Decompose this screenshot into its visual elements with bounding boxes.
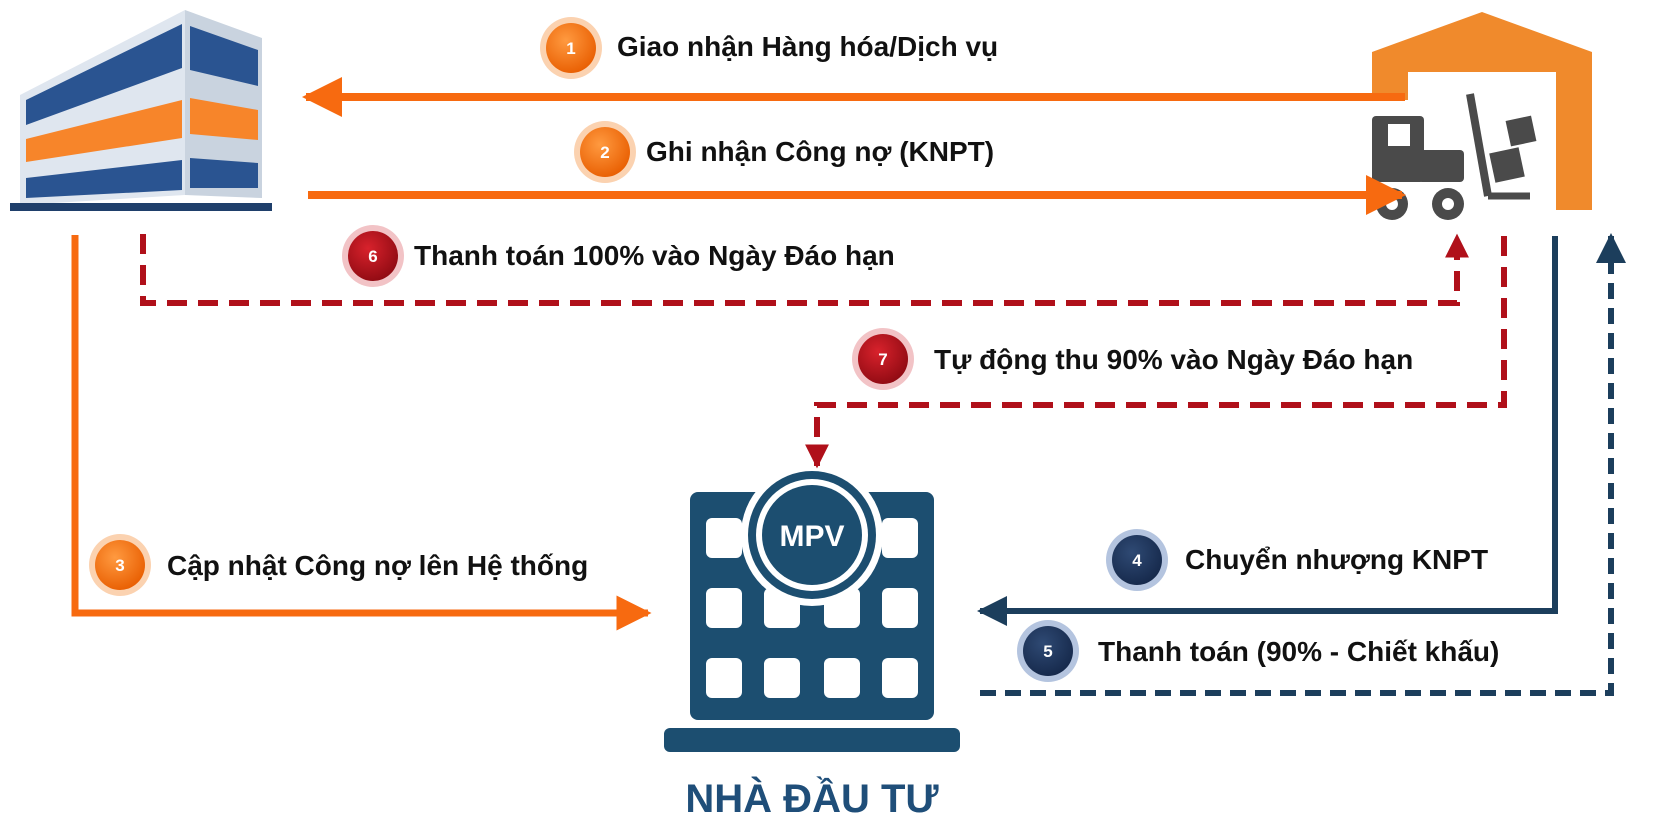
arrow-step-4 xyxy=(977,236,1558,626)
step-1-label: Giao nhận Hàng hóa/Dịch vụ xyxy=(617,31,998,62)
step-7: 7 Tự động thu 90% vào Ngày Đáo hạn xyxy=(852,328,1413,390)
step-2: 2 Ghi nhận Công nợ (KNPT) xyxy=(574,121,994,183)
step-3-number: 3 xyxy=(115,556,124,575)
step-5-number: 5 xyxy=(1043,642,1052,661)
arrow-step-3 xyxy=(71,235,652,631)
step-6-number: 6 xyxy=(368,247,377,266)
investor-logo-text: MPV xyxy=(779,520,844,553)
step-5-label: Thanh toán (90% - Chiết khấu) xyxy=(1098,636,1499,667)
step-1-number: 1 xyxy=(566,39,575,58)
step-7-number: 7 xyxy=(878,350,887,369)
step-4: 4 Chuyển nhượng KNPT xyxy=(1106,529,1488,591)
step-4-number: 4 xyxy=(1132,551,1142,570)
step-1: 1 Giao nhận Hàng hóa/Dịch vụ xyxy=(540,17,998,79)
step-6: 6 Thanh toán 100% vào Ngày Đáo hạn xyxy=(342,225,895,287)
arrow-step-6 xyxy=(140,233,1469,306)
step-2-number: 2 xyxy=(600,143,609,162)
warehouse-forklift-icon xyxy=(1372,12,1592,220)
arrow-step-7 xyxy=(805,236,1507,469)
step-6-label: Thanh toán 100% vào Ngày Đáo hạn xyxy=(414,240,895,271)
step-3: 3 Cập nhật Công nợ lên Hệ thống xyxy=(89,534,588,596)
step-4-label: Chuyển nhượng KNPT xyxy=(1185,544,1488,575)
arrow-step-5 xyxy=(980,233,1626,696)
step-2-label: Ghi nhận Công nợ (KNPT) xyxy=(646,136,994,167)
step-3-label: Cập nhật Công nợ lên Hệ thống xyxy=(167,550,588,581)
investor-building-icon xyxy=(664,464,960,752)
investor-title: NHÀ ĐẦU TƯ xyxy=(685,775,939,821)
step-7-label: Tự động thu 90% vào Ngày Đáo hạn xyxy=(934,344,1413,375)
step-5: 5 Thanh toán (90% - Chiết khấu) xyxy=(1017,620,1499,682)
supplier-building-icon xyxy=(10,10,272,211)
